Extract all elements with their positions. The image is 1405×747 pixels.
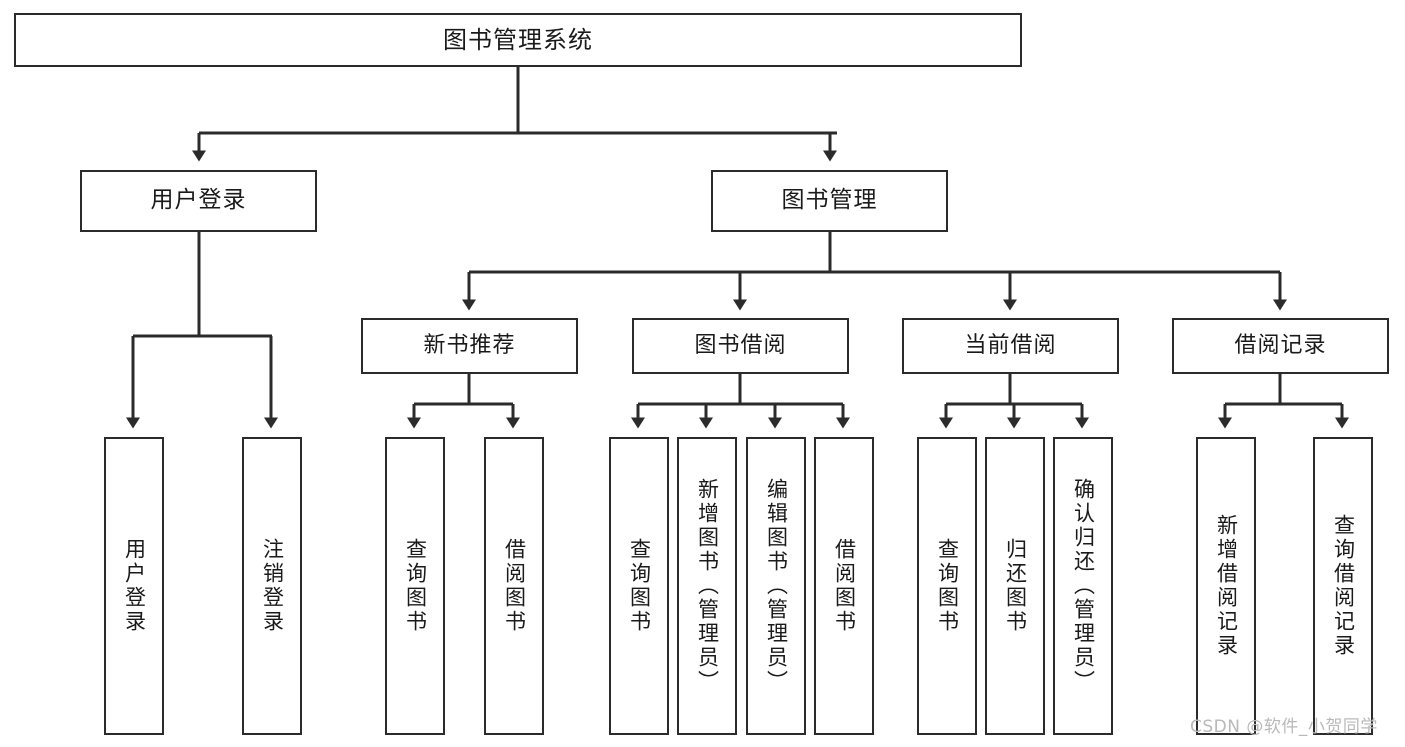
leaf-node[interactable]: 新增图书（管理员）	[677, 437, 737, 735]
node-new-book-recommend[interactable]: 新书推荐	[361, 318, 578, 374]
node-book-borrow-label: 图书借阅	[694, 333, 787, 359]
node-current-borrow[interactable]: 当前借阅	[902, 318, 1119, 374]
leaf-label: 编辑图书（管理员）	[764, 478, 789, 694]
node-borrow-record-label: 借阅记录	[1234, 333, 1327, 359]
leaf-label: 借阅图书	[832, 538, 857, 634]
node-user-login[interactable]: 用户登录	[80, 170, 317, 232]
leaf-label: 注销登录	[260, 538, 285, 634]
leaf-node[interactable]: 归还图书	[985, 437, 1045, 735]
leaf-node[interactable]: 编辑图书（管理员）	[746, 437, 806, 735]
leaf-label: 新增图书（管理员）	[695, 478, 720, 694]
leaf-node[interactable]: 查询借阅记录	[1313, 437, 1373, 735]
leaf-label: 归还图书	[1003, 538, 1028, 634]
leaf-node[interactable]: 借阅图书	[484, 437, 544, 735]
leaf-label: 查询图书	[627, 538, 652, 634]
csdn-watermark: CSDN @软件_小贺同学	[1190, 717, 1378, 737]
node-root[interactable]: 图书管理系统	[14, 13, 1022, 67]
leaf-label: 用户登录	[122, 538, 147, 634]
node-user-login-label: 用户登录	[150, 187, 247, 214]
node-current-borrow-label: 当前借阅	[964, 333, 1057, 359]
node-borrow-record[interactable]: 借阅记录	[1172, 318, 1389, 374]
leaf-label: 查询图书	[403, 538, 428, 634]
leaf-label: 借阅图书	[502, 538, 527, 634]
leaf-label: 确认归还（管理员）	[1071, 478, 1096, 694]
node-book-management-label: 图书管理	[781, 187, 878, 214]
leaf-node[interactable]: 查询图书	[609, 437, 669, 735]
leaf-node[interactable]: 借阅图书	[814, 437, 874, 735]
leaf-node[interactable]: 确认归还（管理员）	[1053, 437, 1113, 735]
node-new-book-recommend-label: 新书推荐	[423, 333, 516, 359]
leaf-label: 新增借阅记录	[1214, 514, 1239, 658]
node-book-borrow[interactable]: 图书借阅	[632, 318, 849, 374]
leaf-node[interactable]: 查询图书	[385, 437, 445, 735]
leaf-node[interactable]: 注销登录	[242, 437, 302, 735]
leaf-node[interactable]: 新增借阅记录	[1196, 437, 1256, 735]
leaf-node[interactable]: 查询图书	[917, 437, 977, 735]
node-root-label: 图书管理系统	[443, 25, 593, 54]
leaf-label: 查询借阅记录	[1331, 514, 1356, 658]
leaf-node[interactable]: 用户登录	[104, 437, 164, 735]
node-book-management[interactable]: 图书管理	[711, 170, 948, 232]
leaf-label: 查询图书	[935, 538, 960, 634]
